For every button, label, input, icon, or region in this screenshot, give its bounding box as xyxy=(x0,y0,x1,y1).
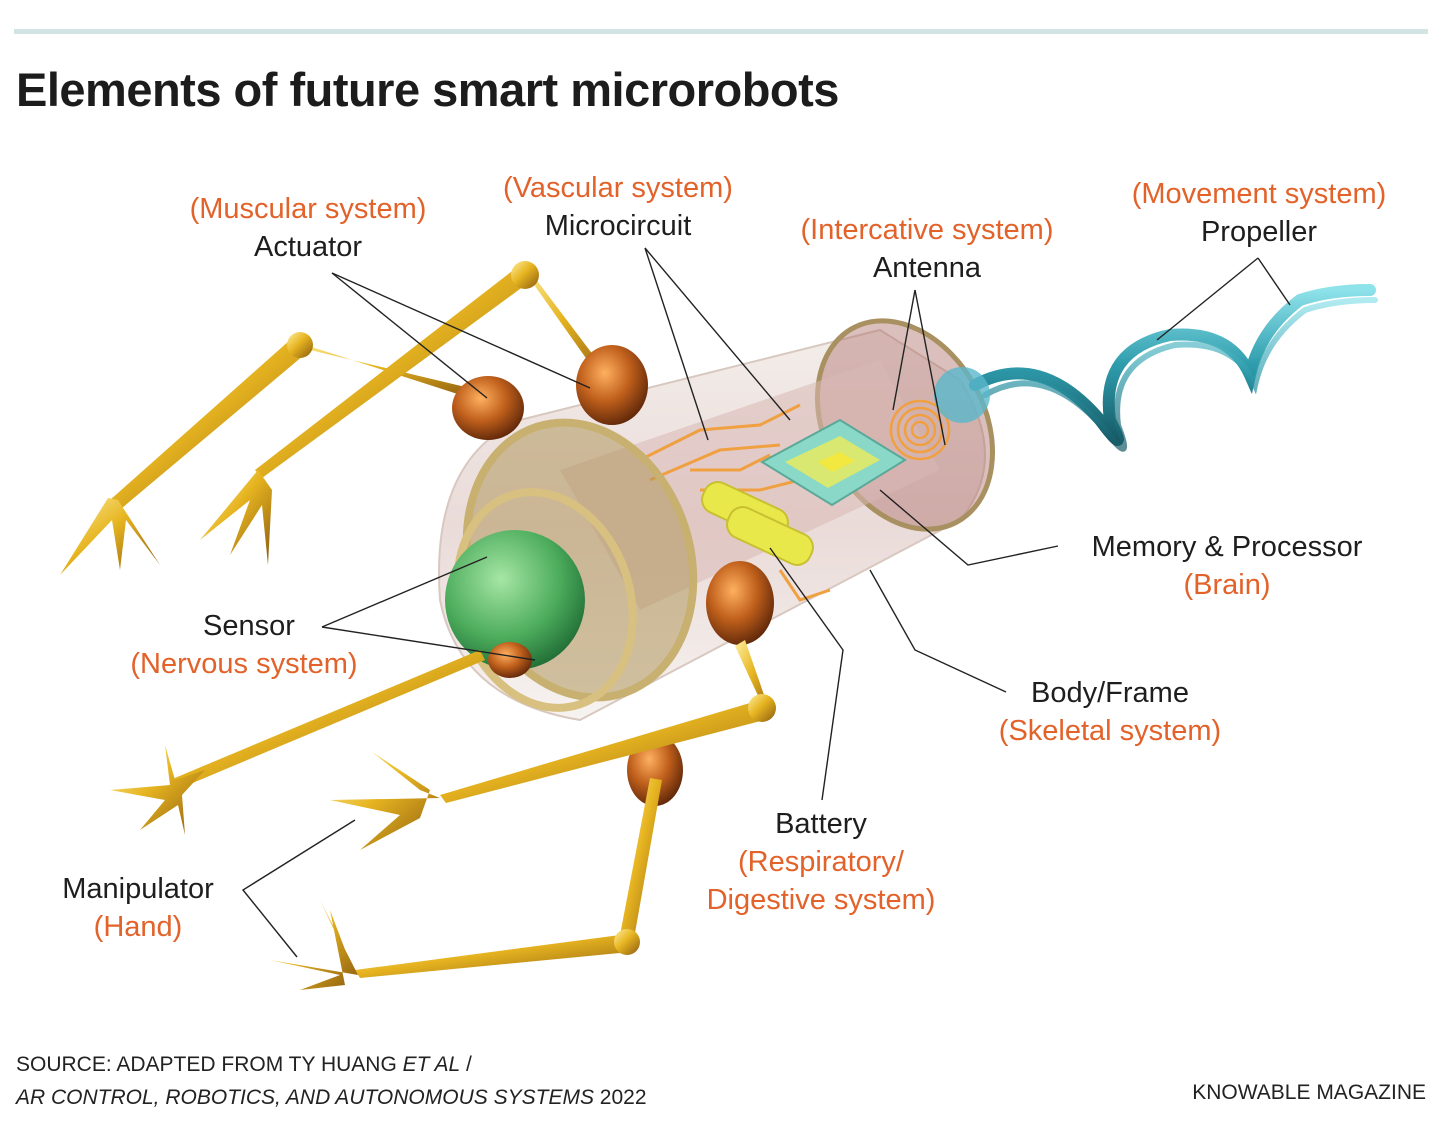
label-microcircuit: (Vascular system) Microcircuit xyxy=(478,169,758,245)
battery-system-line2: Digestive system) xyxy=(706,884,936,916)
body-name: Body/Frame xyxy=(1031,677,1189,709)
label-sensor: Sensor (Nervous system) xyxy=(104,607,384,683)
source-line-1: SOURCE: ADAPTED FROM TY HUANG ET AL / xyxy=(16,1053,472,1076)
antenna-system: (Intercative system) xyxy=(800,214,1054,246)
propeller-helix xyxy=(969,284,1378,452)
actuators xyxy=(452,345,774,806)
propeller-system: (Movement system) xyxy=(1131,178,1387,210)
label-propeller: (Movement system) Propeller xyxy=(1102,175,1416,251)
microcircuit-name: Microcircuit xyxy=(544,210,692,242)
battery-system-line1: (Respiratory/ xyxy=(738,846,904,878)
upper-legs xyxy=(110,261,612,508)
sensor-dome xyxy=(445,530,585,670)
lower-claws xyxy=(110,745,440,990)
source-line-2: AR CONTROL, ROBOTICS, AND AUTONOMOUS SYS… xyxy=(16,1086,647,1109)
leader-lines xyxy=(241,247,1291,958)
processor-chip xyxy=(759,418,907,507)
top-rule xyxy=(14,29,1428,34)
manipulator-name: Manipulator xyxy=(62,873,214,905)
memory-name: Memory & Processor xyxy=(1091,531,1363,563)
antenna-name: Antenna xyxy=(872,252,982,284)
battery-cells xyxy=(701,481,814,566)
page-title: Elements of future smart microrobots xyxy=(16,63,839,116)
body-system: (Skeletal system) xyxy=(998,715,1222,747)
sensor-name: Sensor xyxy=(203,610,295,642)
actuator-name: Actuator xyxy=(254,231,362,263)
lower-legs xyxy=(170,640,776,978)
propeller-name: Propeller xyxy=(1200,216,1318,248)
label-body-frame: Body/Frame (Skeletal system) xyxy=(972,674,1248,750)
microcircuit-system: (Vascular system) xyxy=(503,172,733,204)
source-credit: SOURCE: ADAPTED FROM TY HUANG ET AL / AR… xyxy=(16,1048,647,1114)
label-memory-processor: Memory & Processor (Brain) xyxy=(1062,528,1392,604)
memory-system: (Brain) xyxy=(1183,569,1271,601)
battery-name: Battery xyxy=(775,808,867,840)
label-manipulator: Manipulator (Hand) xyxy=(38,870,238,946)
actuator-system: (Muscular system) xyxy=(189,193,427,225)
label-actuator: (Muscular system) Actuator xyxy=(166,190,450,266)
sensor-system: (Nervous system) xyxy=(130,648,358,680)
antenna-coil xyxy=(889,399,951,461)
circuit-traces xyxy=(639,403,831,602)
label-battery: Battery (Respiratory/ Digestive system) xyxy=(676,805,966,919)
manipulator-system: (Hand) xyxy=(93,911,183,943)
propeller-hub xyxy=(934,367,990,423)
publisher-credit: KNOWABLE MAGAZINE xyxy=(1192,1081,1426,1104)
label-antenna: (Intercative system) Antenna xyxy=(772,211,1082,287)
upper-claws xyxy=(60,470,272,575)
